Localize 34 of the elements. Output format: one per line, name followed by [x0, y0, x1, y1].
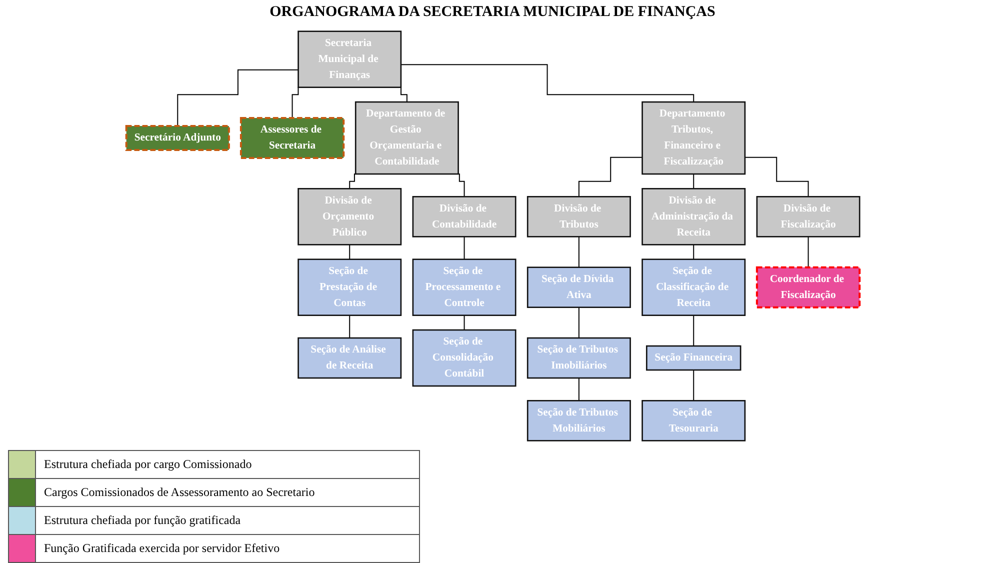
connector: [578, 306, 579, 338]
node-box: Seção Financeira: [646, 345, 741, 371]
legend-label: Função Gratificada exercida por servidor Efetivo: [43, 541, 280, 556]
connector: [692, 174, 694, 190]
node-box: Coordenador de Fiscalização: [755, 266, 860, 308]
connector: [463, 236, 464, 260]
connector: [578, 378, 579, 402]
connector: [348, 244, 350, 260]
node-box: Seção de Prestação de Contas: [297, 258, 402, 316]
legend-label: Estrutura chefiada por função gratificada: [43, 513, 241, 528]
connector: [578, 156, 642, 198]
node-box: Secretário Adjunto: [124, 125, 230, 151]
connector: [578, 236, 579, 268]
connector: [463, 314, 464, 330]
connector: [400, 64, 694, 102]
legend-label: Estrutura chefiada por cargo Comissionado: [43, 457, 252, 472]
node-box: Seção de Dívida Ativa: [526, 266, 630, 308]
node-box: Seção de Tributos Mobiliários: [526, 400, 630, 442]
node-box: Seção de Classificação de Receita: [641, 258, 746, 316]
connector: [744, 156, 808, 198]
legend-label: Cargos Comissionados de Assessoramento ao Secretario: [43, 485, 315, 500]
connector: [807, 236, 808, 268]
connector: [692, 314, 694, 346]
connector: [692, 244, 694, 260]
node-box: Seção de Processamento e Controle: [412, 258, 516, 316]
chart-title: ORGANOGRAMA DA SECRETARIA MUNICIPAL DE FINANÇAS: [270, 4, 716, 21]
connector: [348, 314, 350, 338]
connector: [176, 69, 298, 126]
node-box: Seção de Consolidação Contábil: [412, 329, 516, 387]
node-box: Seção de Tributos Imobiliários: [526, 337, 630, 379]
node-box: Seção de Tesouraria: [641, 400, 746, 442]
node-box: Assessores de Secretaria: [239, 117, 344, 159]
node-box: Seção de Análise de Receita: [297, 337, 402, 379]
connector: [692, 370, 694, 402]
